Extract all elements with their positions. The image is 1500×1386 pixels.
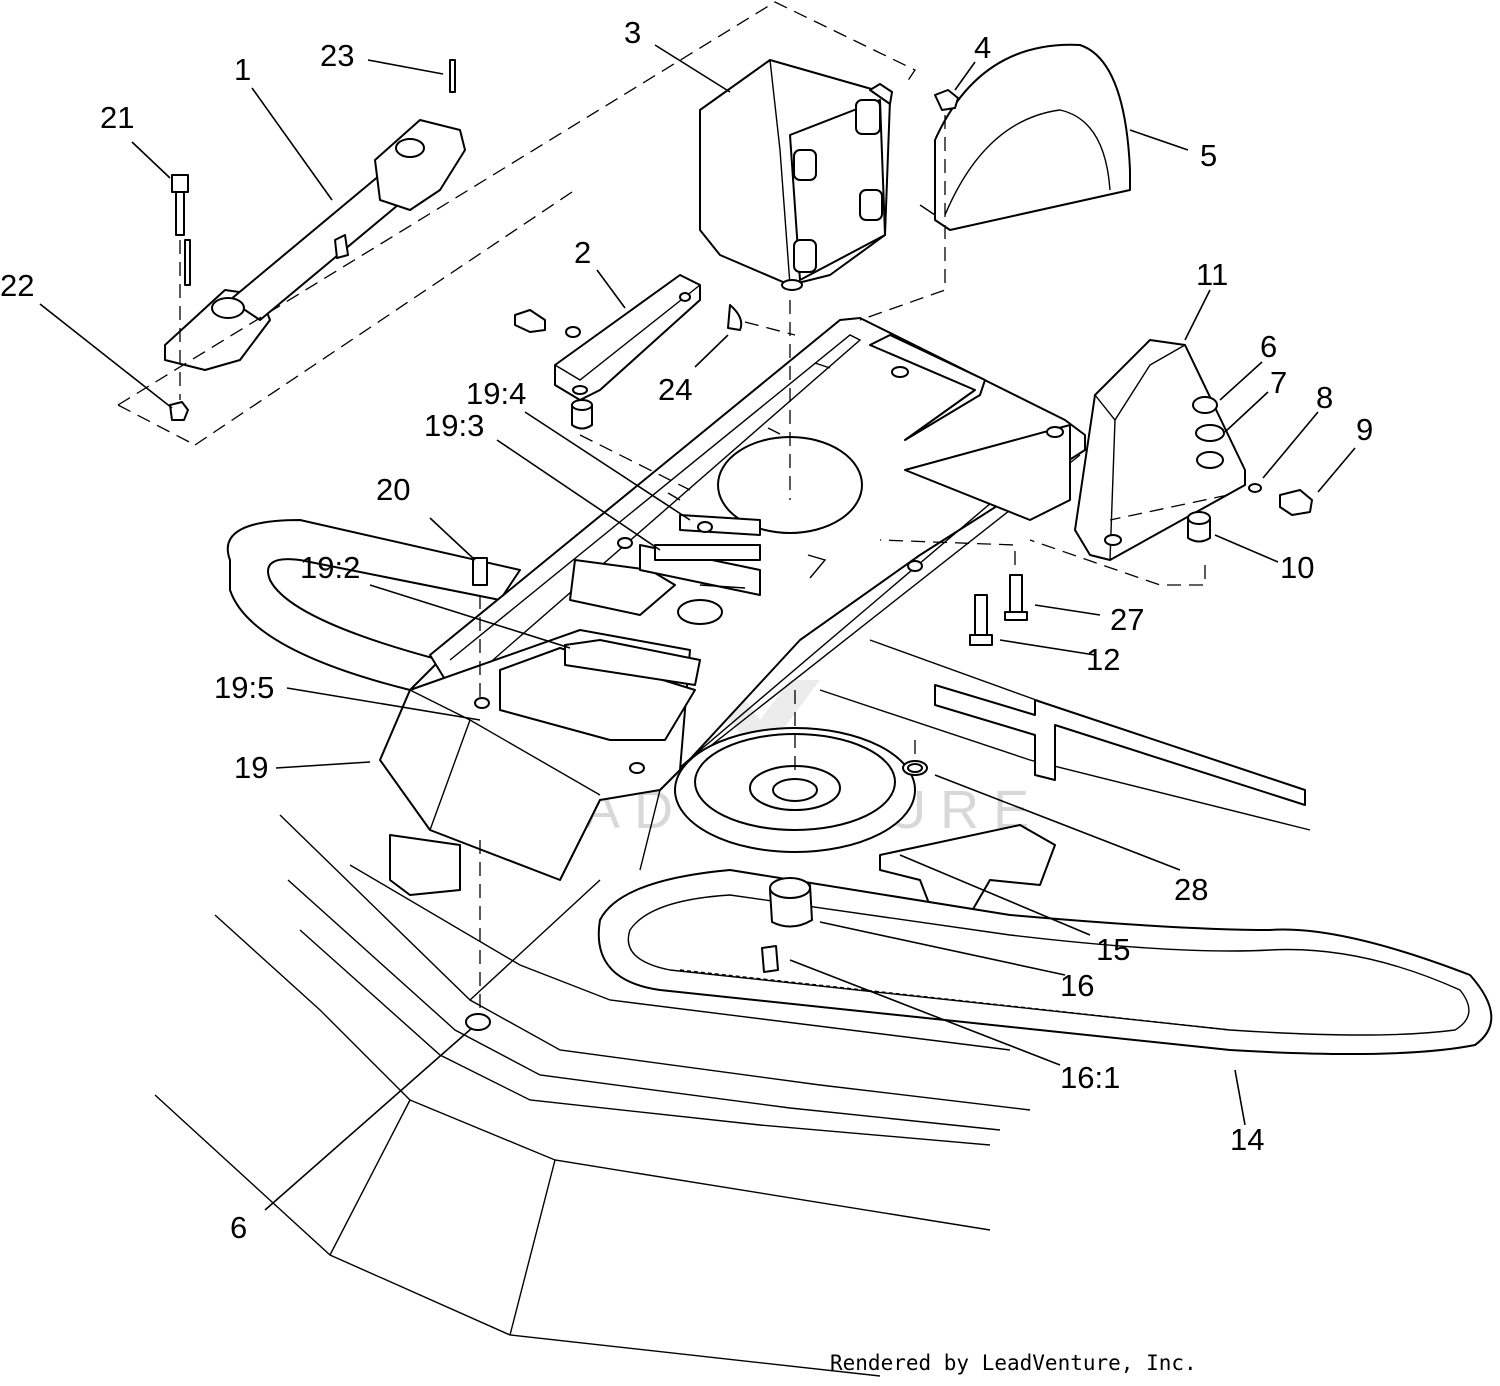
callout-3: 3 [624,15,641,50]
callout-24: 24 [658,372,692,407]
housing-19 [379,629,701,881]
callout-28: 28 [1174,872,1208,907]
shield-5 [919,43,1131,231]
callout-12: 12 [1086,642,1120,677]
callout-11: 11 [1196,257,1228,292]
callout-23: 23 [320,38,354,73]
callout-20: 20 [376,472,410,507]
callout-16-1: 16:1 [1060,1060,1120,1095]
render-credit: Rendered by LeadVenture, Inc. [830,1351,1197,1375]
belt-14 [226,519,1493,1055]
alignment-lines [117,1,1229,1010]
callout-15: 15 [1096,932,1130,967]
callout-22: 22 [0,268,34,303]
callout-8: 8 [1316,380,1333,415]
callout-10: 10 [1280,550,1314,585]
callout-19-5: 19:5 [214,670,274,705]
callout-6-lower: 6 [230,1210,247,1245]
callout-2: 2 [574,235,591,270]
bracket-11 [1074,339,1246,561]
callout-7: 7 [1270,365,1287,400]
callout-27: 27 [1110,602,1144,637]
callout-1: 1 [234,52,251,87]
driveshaft-1 [164,59,466,421]
callout-19-2: 19:2 [300,550,360,585]
leader-lines [39,44,1356,1211]
hardware [465,89,1313,1031]
callout-9: 9 [1356,412,1373,447]
callout-19-3: 19:3 [424,408,484,443]
mower-deck [154,639,1311,1377]
callouts: 1 2 3 4 5 6 6 7 8 9 10 11 12 14 15 16 16… [0,15,1373,1245]
callout-16: 16 [1060,968,1094,1003]
callout-4: 4 [974,30,991,65]
callout-14: 14 [1230,1122,1264,1157]
callout-19-4: 19:4 [466,376,526,411]
callout-5: 5 [1200,138,1217,173]
callout-21: 21 [100,100,134,135]
gearbox-3 [699,59,893,291]
callout-19: 19 [234,750,268,785]
callout-6-upper: 6 [1260,329,1277,364]
